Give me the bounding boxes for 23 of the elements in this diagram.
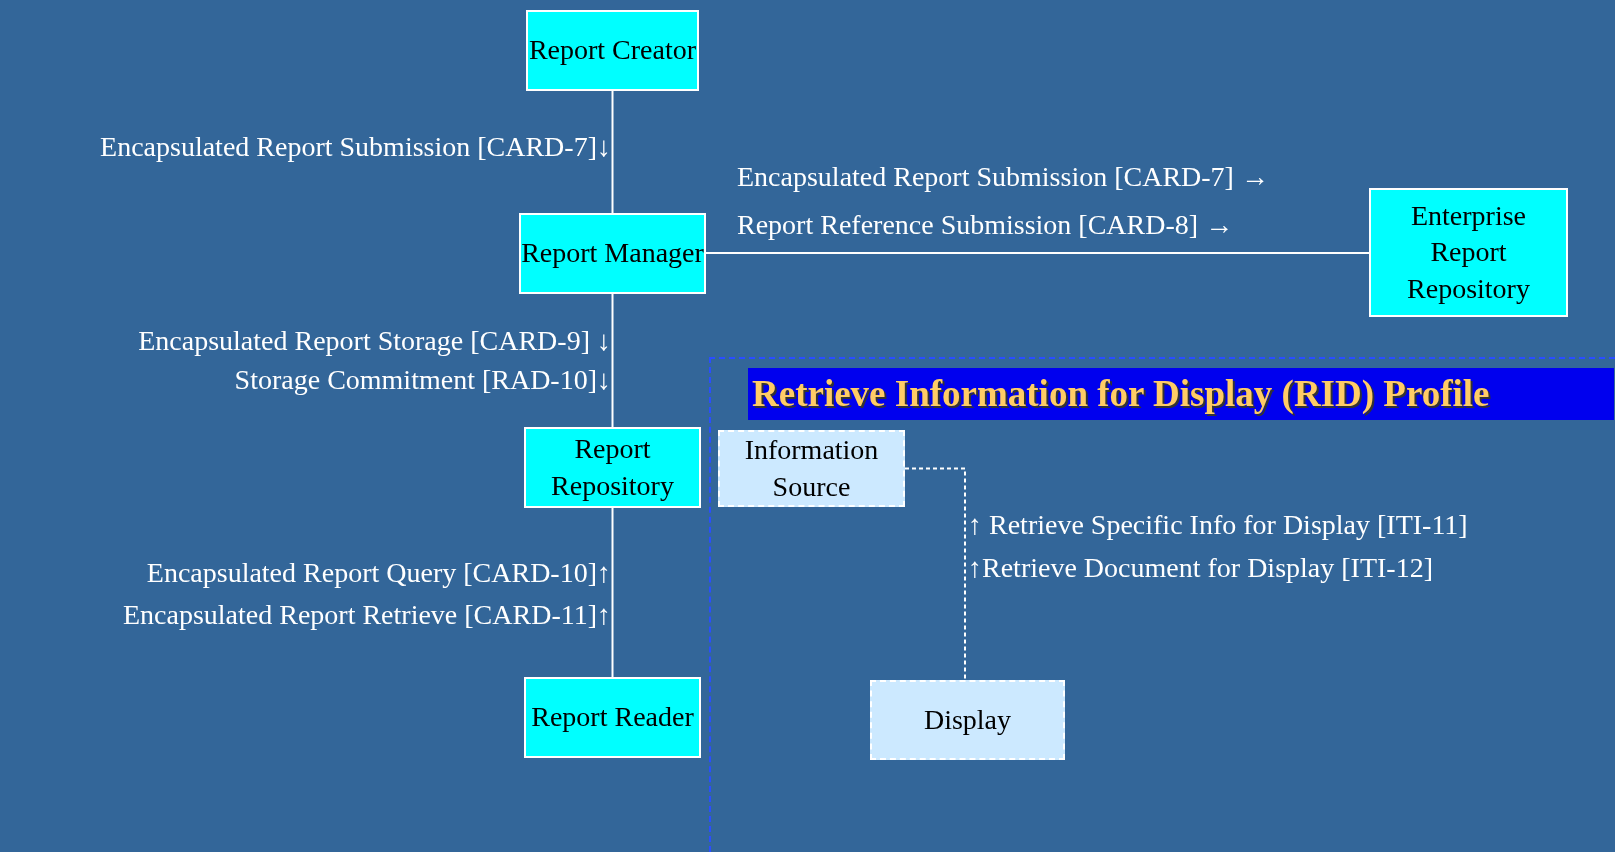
actor-box: Information Source (718, 430, 905, 507)
transaction-label: ↑Retrieve Document for Display [ITI-12] (968, 551, 1433, 585)
transaction-label: Encapsulated Report Submission [CARD-7] → (737, 160, 1269, 194)
actor-box: Display (870, 680, 1065, 760)
actor-box: Report Creator (526, 10, 699, 91)
connector-line (611, 293, 614, 428)
connector-line (611, 507, 614, 678)
transaction-label: Encapsulated Report Storage [CARD-9] ↓ (138, 324, 611, 358)
transaction-label: Report Reference Submission [CARD-8] → (737, 208, 1234, 242)
transaction-label: Encapsulated Report Retrieve [CARD-11]↑ (122, 598, 611, 632)
transaction-label: Storage Commitment [RAD-10]↓ (234, 363, 611, 397)
profile-region (709, 357, 1615, 852)
connector-line (611, 90, 614, 214)
transaction-label: Encapsulated Report Submission [CARD-7]↓ (100, 130, 611, 164)
transaction-label: ↑ Retrieve Specific Info for Display [ITI-11] (968, 508, 1468, 542)
actor-box: Report Reader (524, 677, 701, 758)
connector-line (705, 252, 1370, 254)
transaction-label: Encapsulated Report Query [CARD-10]↑ (146, 556, 611, 590)
actor-box: Enterprise Report Repository (1369, 188, 1568, 317)
connector-line (904, 467, 966, 681)
profile-heading: Retrieve Information for Display (RID) Profile (748, 368, 1614, 420)
actor-box: Report Repository (524, 427, 701, 508)
actor-box: Report Manager (519, 213, 706, 294)
